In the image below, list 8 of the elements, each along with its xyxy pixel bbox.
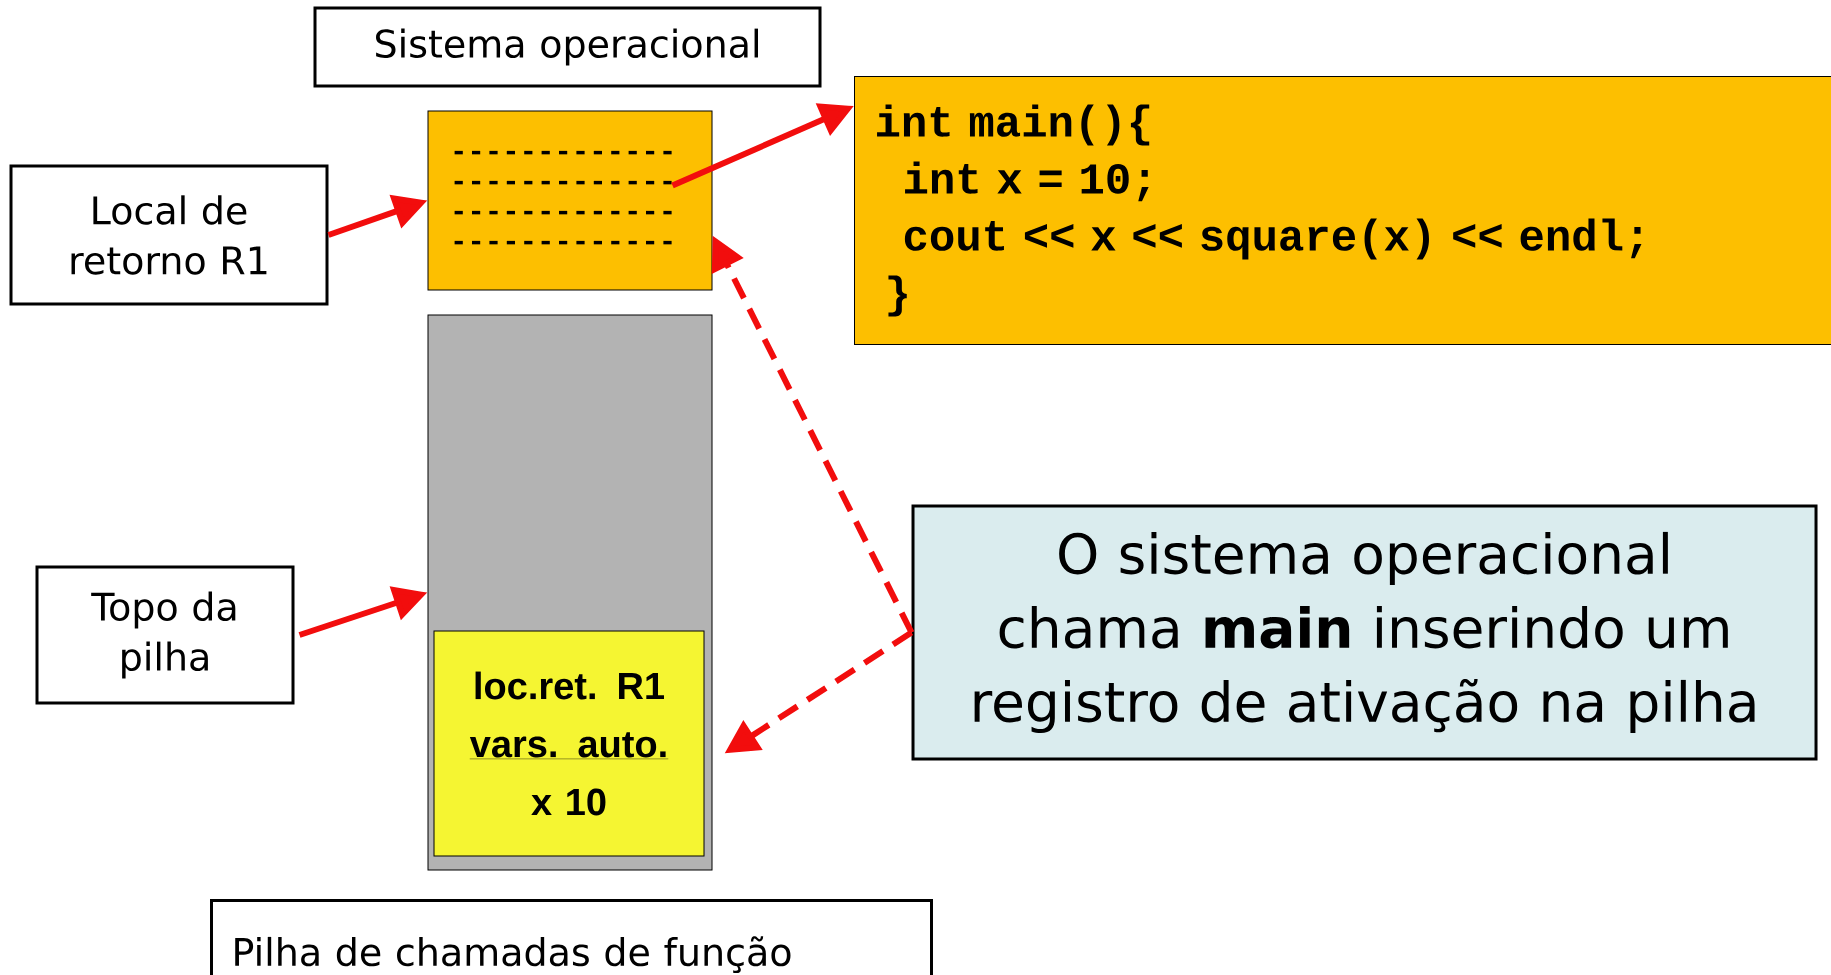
activation-record-box: loc.ret. R1 vars. auto. x 10 (433, 630, 705, 857)
code-box: ------------- ------------- ------------- ------------- (427, 110, 713, 291)
label-box: Topo da pilha (35, 565, 295, 705)
title-box: Sistema operacional (313, 6, 822, 88)
label-box: Pilha de chamadas de função (210, 899, 933, 975)
callout-box: O sistema operacional chama main inserindo um registro de ativação na pilha (911, 504, 1818, 761)
label-box: Local de retorno R1 (9, 164, 329, 306)
code-box: int main(){ int x = 10; cout << x << square(x) << endl; } (854, 76, 1831, 345)
